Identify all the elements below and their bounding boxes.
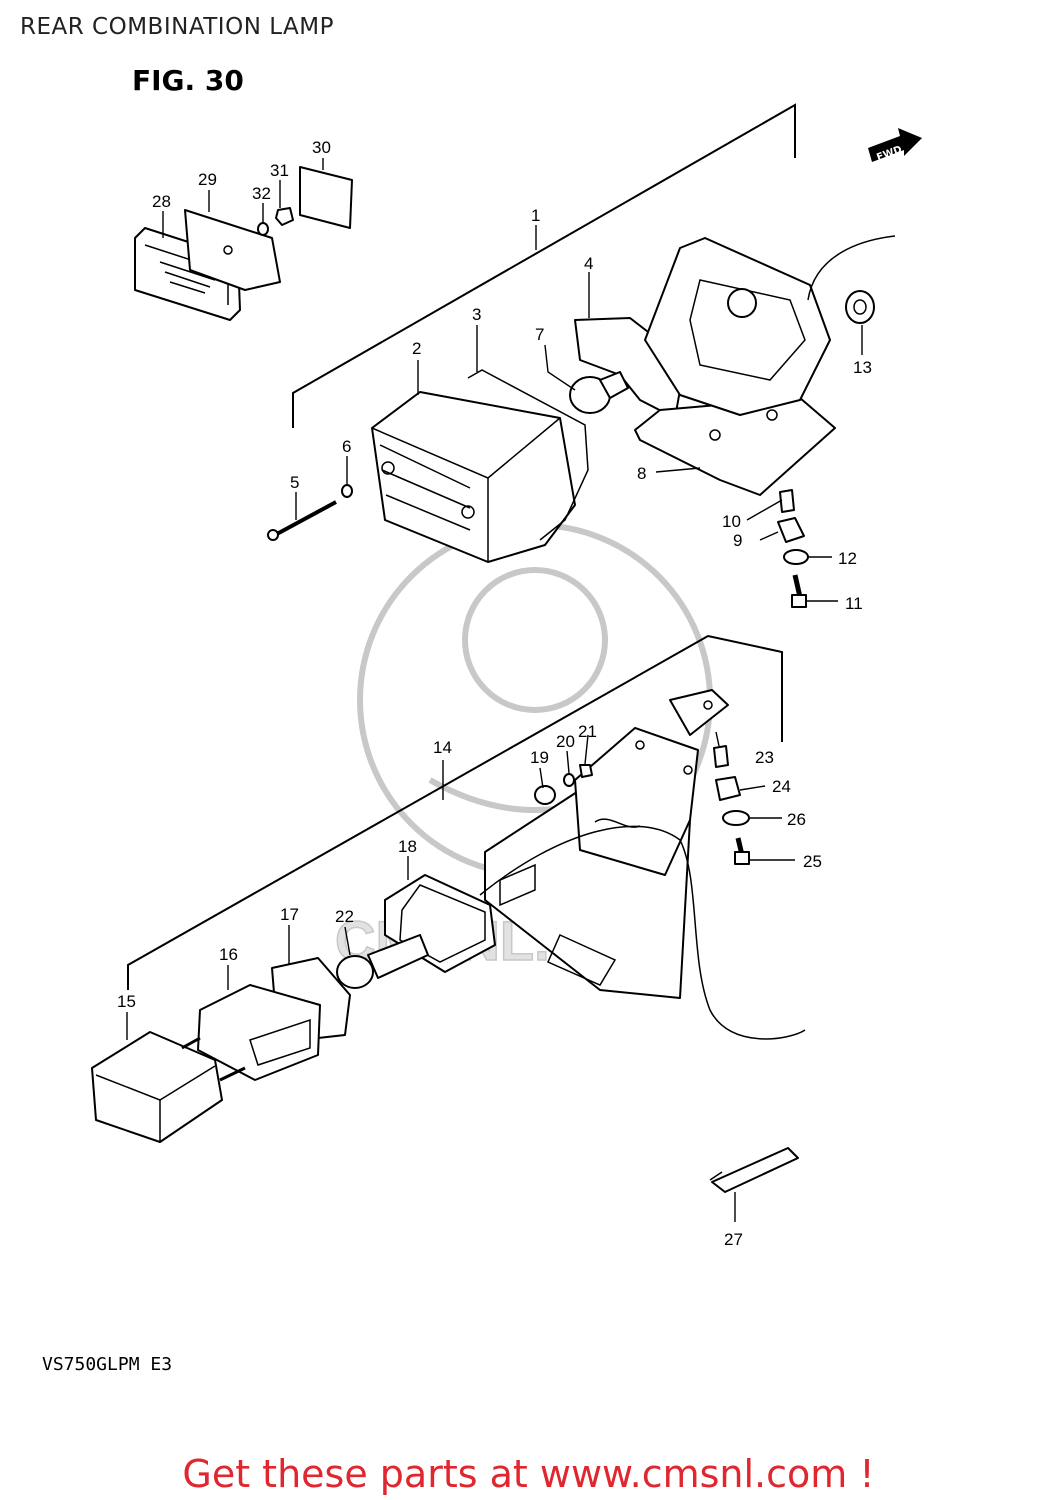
bolt-part-25 (734, 837, 750, 865)
callout-31: 31 (270, 161, 289, 180)
cushion-part-9 (777, 517, 805, 543)
collar-part-10 (779, 489, 795, 513)
callout-32: 32 (252, 184, 271, 203)
callout-17: 17 (280, 905, 299, 924)
washer-part-12 (783, 549, 809, 565)
callout-27: 27 (724, 1230, 743, 1249)
housing-part-16 (197, 984, 321, 1081)
washer-part-32 (257, 222, 269, 236)
washer-part-20 (563, 773, 575, 787)
callout-30: 30 (312, 138, 331, 157)
callout-18: 18 (398, 837, 417, 856)
leader-lines (126, 158, 863, 1222)
callout-2: 2 (412, 339, 421, 358)
callout-15: 15 (117, 992, 136, 1011)
callout-3: 3 (472, 305, 481, 324)
callout-8: 8 (637, 464, 646, 483)
lens-part-15 (91, 1031, 246, 1143)
washer-part-26 (722, 810, 750, 826)
callout-6: 6 (342, 437, 351, 456)
collar-part-23 (713, 745, 729, 768)
callout-13: 13 (853, 358, 872, 377)
bulb-part-22 (336, 934, 429, 989)
nut-part-21 (579, 764, 593, 778)
bulb-part-7 (569, 371, 629, 414)
callout-5: 5 (290, 473, 299, 492)
callout-14: 14 (433, 738, 452, 757)
wire-harness-lower (479, 825, 806, 1040)
figure-label: FIG. 30 (132, 64, 244, 97)
callout-26: 26 (787, 810, 806, 829)
license-bracket-part-14 (484, 689, 729, 999)
assembly-bracket-14 (127, 634, 783, 990)
bolt-part-11 (791, 574, 807, 608)
buy-parts-link[interactable]: Get these parts at www.cmsnl.com ! (182, 1452, 875, 1496)
callout-28: 28 (152, 192, 171, 211)
page-title: REAR COMBINATION LAMP (20, 14, 335, 40)
cushion-part-19 (534, 785, 556, 805)
model-code: VS750GLPM E3 (42, 1354, 173, 1375)
wire-harness-upper (807, 235, 896, 301)
callout-20: 20 (556, 732, 575, 751)
pad-part-30 (299, 166, 353, 229)
callout-19: 19 (530, 748, 549, 767)
callout-24: 24 (772, 777, 791, 796)
callout-23: 23 (755, 748, 774, 767)
callout-25: 25 (803, 852, 822, 871)
callout-22: 22 (335, 907, 354, 926)
callout-10: 10 (722, 512, 741, 531)
assembly-bracket-1 (292, 103, 796, 428)
callout-7: 7 (535, 325, 544, 344)
washer-part-6 (341, 484, 353, 498)
callout-1: 1 (531, 206, 540, 225)
clamp-part-27 (709, 1147, 799, 1193)
nut-part-31 (275, 207, 294, 226)
callout-9: 9 (733, 531, 742, 550)
callout-21: 21 (578, 722, 597, 741)
grommet-part-13 (845, 290, 875, 324)
gasket-part-3 (467, 369, 589, 541)
screw-part-5 (267, 500, 337, 541)
callout-16: 16 (219, 945, 238, 964)
callout-labels: 1 2 3 4 5 6 7 8 9 10 11 12 13 14 15 16 1… (117, 138, 872, 1249)
callout-11: 11 (845, 594, 863, 613)
callout-12: 12 (838, 549, 857, 568)
callout-29: 29 (198, 170, 217, 189)
reflector-plate-part-29 (184, 209, 281, 291)
cushion-part-24 (715, 776, 741, 801)
callout-4: 4 (584, 254, 593, 273)
forward-arrow-icon: FWD (868, 128, 922, 164)
lens-part-2 (371, 391, 576, 563)
base-housing-part-8 (634, 237, 836, 496)
